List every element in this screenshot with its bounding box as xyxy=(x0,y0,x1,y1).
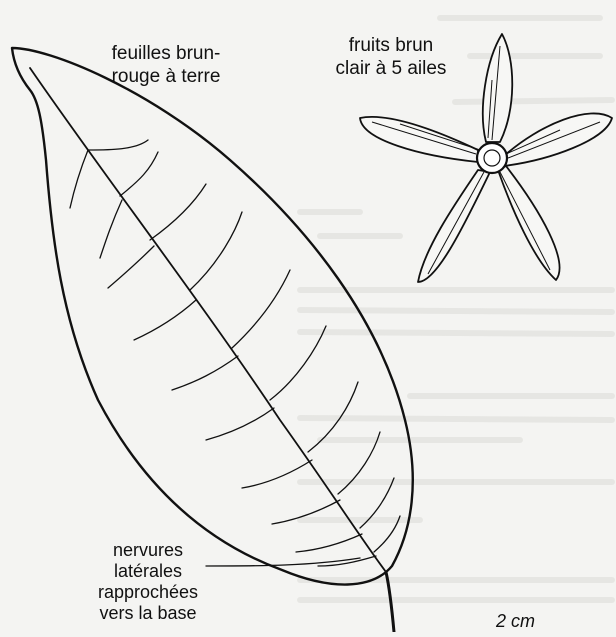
leaves-label-line-2: rouge à terre xyxy=(96,65,236,88)
background-show-through xyxy=(300,18,612,600)
veins-label-line-2: latérales xyxy=(78,561,218,582)
scale-label: 2 cm xyxy=(496,610,535,633)
veins-label-line-1: nervures xyxy=(78,540,218,561)
fruits-label-line-1: fruits brun xyxy=(296,34,486,57)
fruit-wing-right xyxy=(504,113,612,166)
leaves-label: feuilles brun- rouge à terre xyxy=(96,42,236,88)
fruit-wing-top xyxy=(483,34,512,142)
fruit-seed-center xyxy=(477,143,507,173)
veins-label-line-4: vers la base xyxy=(78,603,218,624)
leaves-label-line-1: feuilles brun- xyxy=(96,42,236,65)
leaf-midrib xyxy=(30,68,386,572)
veins-label-line-3: rapprochées xyxy=(78,582,218,603)
veins-label: nervures latérales rapprochées vers la b… xyxy=(78,540,218,624)
fruits-label-line-2: clair à 5 ailes xyxy=(296,57,486,80)
fruits-label: fruits brun clair à 5 ailes xyxy=(296,34,486,80)
fruit-wing-lower-right xyxy=(498,166,560,280)
